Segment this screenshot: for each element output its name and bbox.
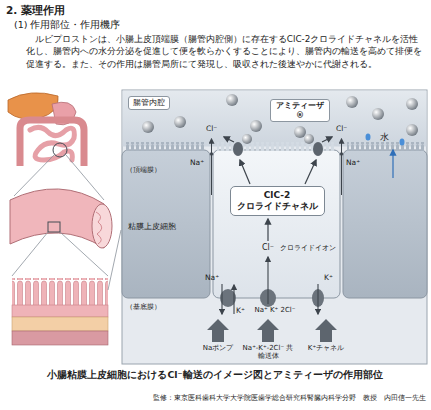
caption: 小腸粘膜上皮細胞におけるCl⁻輸送のイメージ図とアミティーザの作用部位 <box>47 369 382 380</box>
ion-label: Na⁺ <box>205 273 219 282</box>
villi <box>12 278 108 306</box>
mucosa-layer <box>12 305 108 317</box>
zoom-line <box>108 230 121 290</box>
heading: 2. 薬理作用 <box>6 4 65 17</box>
amitiza-molecule <box>226 94 238 106</box>
ion-label: Cl⁻ <box>206 124 217 133</box>
water-drop <box>400 139 405 146</box>
amitiza-molecule <box>242 134 252 144</box>
ion-label: K⁺ <box>236 306 245 315</box>
epithelial-cell <box>343 150 427 298</box>
amitiza-molecule <box>406 124 418 136</box>
microvilli <box>126 142 206 151</box>
ion-label: Na⁺ K⁺ 2Cl⁻ <box>255 306 296 314</box>
panel-ground <box>122 90 427 364</box>
membrane-label: （基底膜） <box>126 303 161 311</box>
water-drop <box>366 134 371 141</box>
amitiza-molecule <box>406 98 418 110</box>
body-text: ルビプロストンは、小腸上皮頂端膜（腸管内腔側）に存在するClC-2クロライドチャ… <box>26 33 425 70</box>
credit-note: 監修：東京医科歯科大学大学院医歯学総合研究科腎臓内科学分野 教授 内田信一先生 <box>153 395 426 403</box>
region-tag: 腸管内腔 <box>128 96 170 110</box>
transporter-label: K⁺チャネル <box>308 344 344 352</box>
subheading: (1) 作用部位・作用機序 <box>14 19 120 30</box>
zoom-circle <box>53 143 67 157</box>
sodium-arrow <box>341 139 342 195</box>
tube-folds <box>96 212 102 244</box>
transporter-label: Na⁺-K⁺-2Cl⁻ 共輸送体 <box>240 344 296 361</box>
water-label: 水 <box>380 132 389 143</box>
tube-cut-end <box>92 204 112 248</box>
clc2-channel <box>313 142 323 156</box>
zoom-box <box>48 222 60 232</box>
ion-arrow <box>267 257 268 304</box>
amitiza-molecule <box>250 120 262 132</box>
small-intestine <box>30 127 74 160</box>
amitiza-molecule <box>142 121 154 133</box>
chloride-arrow <box>240 160 250 184</box>
liver <box>8 93 58 119</box>
zoom-line <box>12 232 48 276</box>
amitiza-molecule <box>304 134 314 144</box>
chloride-arrow <box>224 137 234 142</box>
zoom-line <box>60 232 108 276</box>
clc2-channel <box>233 142 243 156</box>
block-arrow <box>315 319 337 342</box>
chloride-arrow <box>267 219 268 241</box>
ion-name: クロライドイオン <box>280 244 336 252</box>
amitiza-molecule <box>174 116 186 128</box>
amitiza-molecule <box>372 108 384 120</box>
amitiza-molecule <box>294 126 306 138</box>
ion-label: K⁺ <box>324 273 333 282</box>
lumen <box>123 91 427 147</box>
ion-label: Cl⁻ <box>262 243 274 253</box>
water-arrow <box>392 150 393 178</box>
epithelial-cell <box>122 150 210 298</box>
box-text: 腸管内腔 <box>133 98 165 108</box>
drug-tag: アミティーザ® <box>270 99 330 122</box>
amitiza-molecule <box>346 96 358 108</box>
ion-label: Na⁺ <box>346 158 360 167</box>
ion-label: Na⁺ <box>190 158 204 167</box>
large-intestine <box>20 120 84 166</box>
ion-arrow <box>233 285 234 314</box>
ion-label: Cl⁻ <box>336 124 347 133</box>
epithelial-cell <box>213 150 340 298</box>
chloride-arrow <box>305 160 316 184</box>
box-text: ClC-2 クロライドチャネル <box>237 190 318 212</box>
sodium-arrow <box>211 139 212 195</box>
box-text: アミティーザ® <box>276 101 324 120</box>
membrane-label: （頂端膜） <box>126 166 161 174</box>
ion-arrow <box>317 284 318 314</box>
transporter-label: Naポンプ <box>203 344 234 352</box>
block-arrow <box>257 319 279 342</box>
microvilli <box>347 142 425 151</box>
chloride-arrow <box>322 137 332 142</box>
intestine-tube <box>10 189 104 248</box>
submucosa-layer <box>12 317 108 331</box>
muscle-layer <box>12 331 108 345</box>
channel-box: ClC-2 クロライドチャネル <box>230 186 325 216</box>
block-arrow <box>207 319 229 342</box>
cell-label: 粘膜上皮細胞 <box>128 222 176 231</box>
ion-arrow <box>221 284 222 314</box>
